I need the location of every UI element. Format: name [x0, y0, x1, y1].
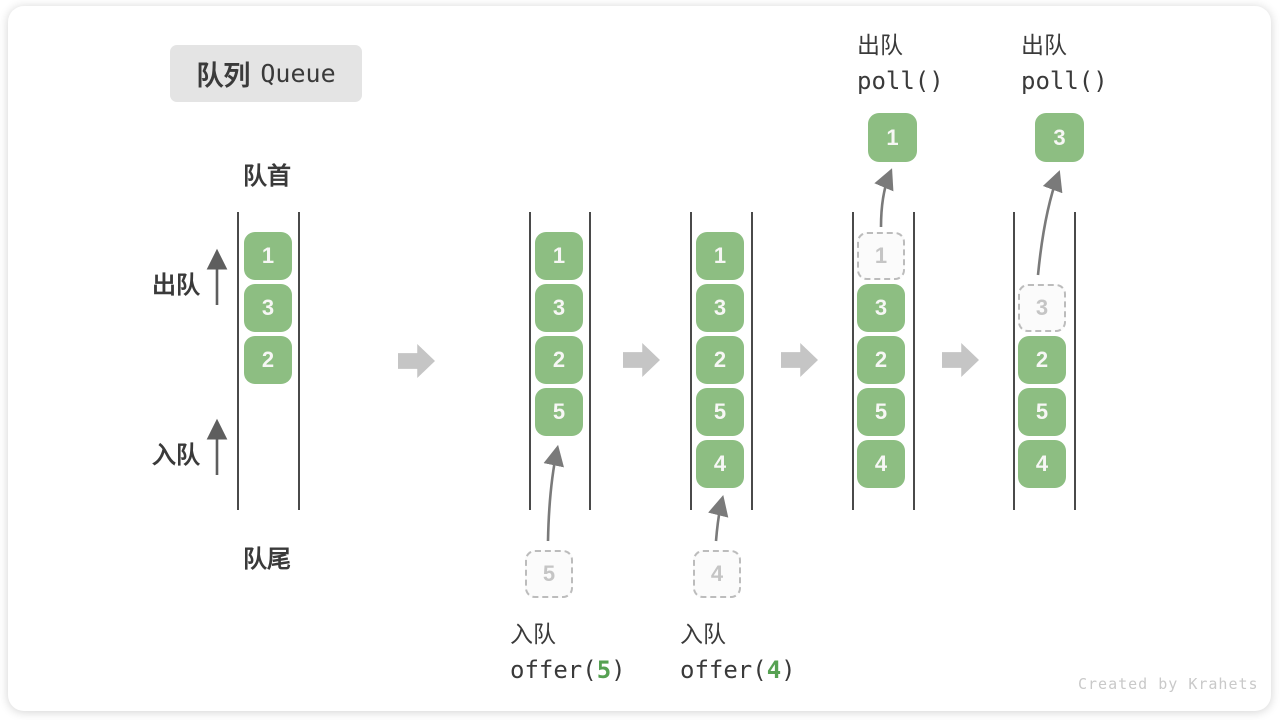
queue-item: 3	[244, 284, 292, 332]
popped-item: 3	[1035, 113, 1084, 162]
queue-wall	[237, 212, 239, 510]
operation-code-label: poll()	[857, 67, 944, 95]
footer-credit: Created by Krahets	[1078, 675, 1259, 693]
queue-item: 2	[696, 336, 744, 384]
ghost-item: 1	[857, 232, 905, 280]
label-enqueue-side: 入队	[152, 442, 200, 469]
pending-item: 4	[693, 550, 741, 598]
queue-item: 5	[696, 388, 744, 436]
queue-item: 2	[857, 336, 905, 384]
queue-wall	[913, 212, 915, 510]
operation-enqueue-5: 入队 offer(5)	[510, 615, 626, 684]
queue-item: 5	[857, 388, 905, 436]
queue-item: 3	[696, 284, 744, 332]
queue-item: 3	[535, 284, 583, 332]
code-text: )	[781, 656, 796, 684]
queue-item: 2	[244, 336, 292, 384]
label-queue-front: 队首	[243, 163, 291, 190]
popped-item: 1	[868, 113, 917, 162]
queue-item: 5	[1018, 388, 1066, 436]
queue-item: 3	[857, 284, 905, 332]
queue-wall	[751, 212, 753, 510]
code-text: )	[611, 656, 626, 684]
operation-action-label: 入队	[510, 621, 556, 647]
code-arg: 4	[766, 656, 782, 684]
queue-item: 2	[535, 336, 583, 384]
code-text: offer(	[510, 656, 597, 684]
queue-item: 4	[696, 440, 744, 488]
ghost-item: 3	[1018, 284, 1066, 332]
queue-wall	[1013, 212, 1015, 510]
operation-code-label: offer(4)	[680, 656, 796, 684]
queue-item: 4	[857, 440, 905, 488]
queue-wall	[690, 212, 692, 510]
operation-enqueue-4: 入队 offer(4)	[680, 615, 796, 684]
queue-wall	[852, 212, 854, 510]
queue-item: 1	[696, 232, 744, 280]
label-dequeue-side: 出队	[152, 272, 200, 299]
operation-code-label: offer(5)	[510, 656, 626, 684]
queue-wall	[298, 212, 300, 510]
operation-dequeue-2: 出队 poll()	[1021, 26, 1108, 95]
queue-wall	[1074, 212, 1076, 510]
operation-action-label: 入队	[680, 621, 726, 647]
queue-wall	[589, 212, 591, 510]
operation-action-label: 出队	[1021, 32, 1067, 58]
pending-item: 5	[525, 550, 573, 598]
queue-wall	[529, 212, 531, 510]
page-title-en: Queue	[260, 59, 336, 88]
operation-dequeue-1: 出队 poll()	[857, 26, 944, 95]
code-arg: 5	[596, 656, 612, 684]
operation-action-label: 出队	[857, 32, 903, 58]
queue-item: 4	[1018, 440, 1066, 488]
queue-item: 5	[535, 388, 583, 436]
label-queue-rear: 队尾	[243, 546, 291, 573]
queue-item: 2	[1018, 336, 1066, 384]
page-title: 队列	[196, 61, 251, 91]
code-text: offer(	[680, 656, 767, 684]
queue-item: 1	[535, 232, 583, 280]
queue-item: 1	[244, 232, 292, 280]
title-badge: 队列 Queue	[170, 45, 362, 102]
operation-code-label: poll()	[1021, 67, 1108, 95]
